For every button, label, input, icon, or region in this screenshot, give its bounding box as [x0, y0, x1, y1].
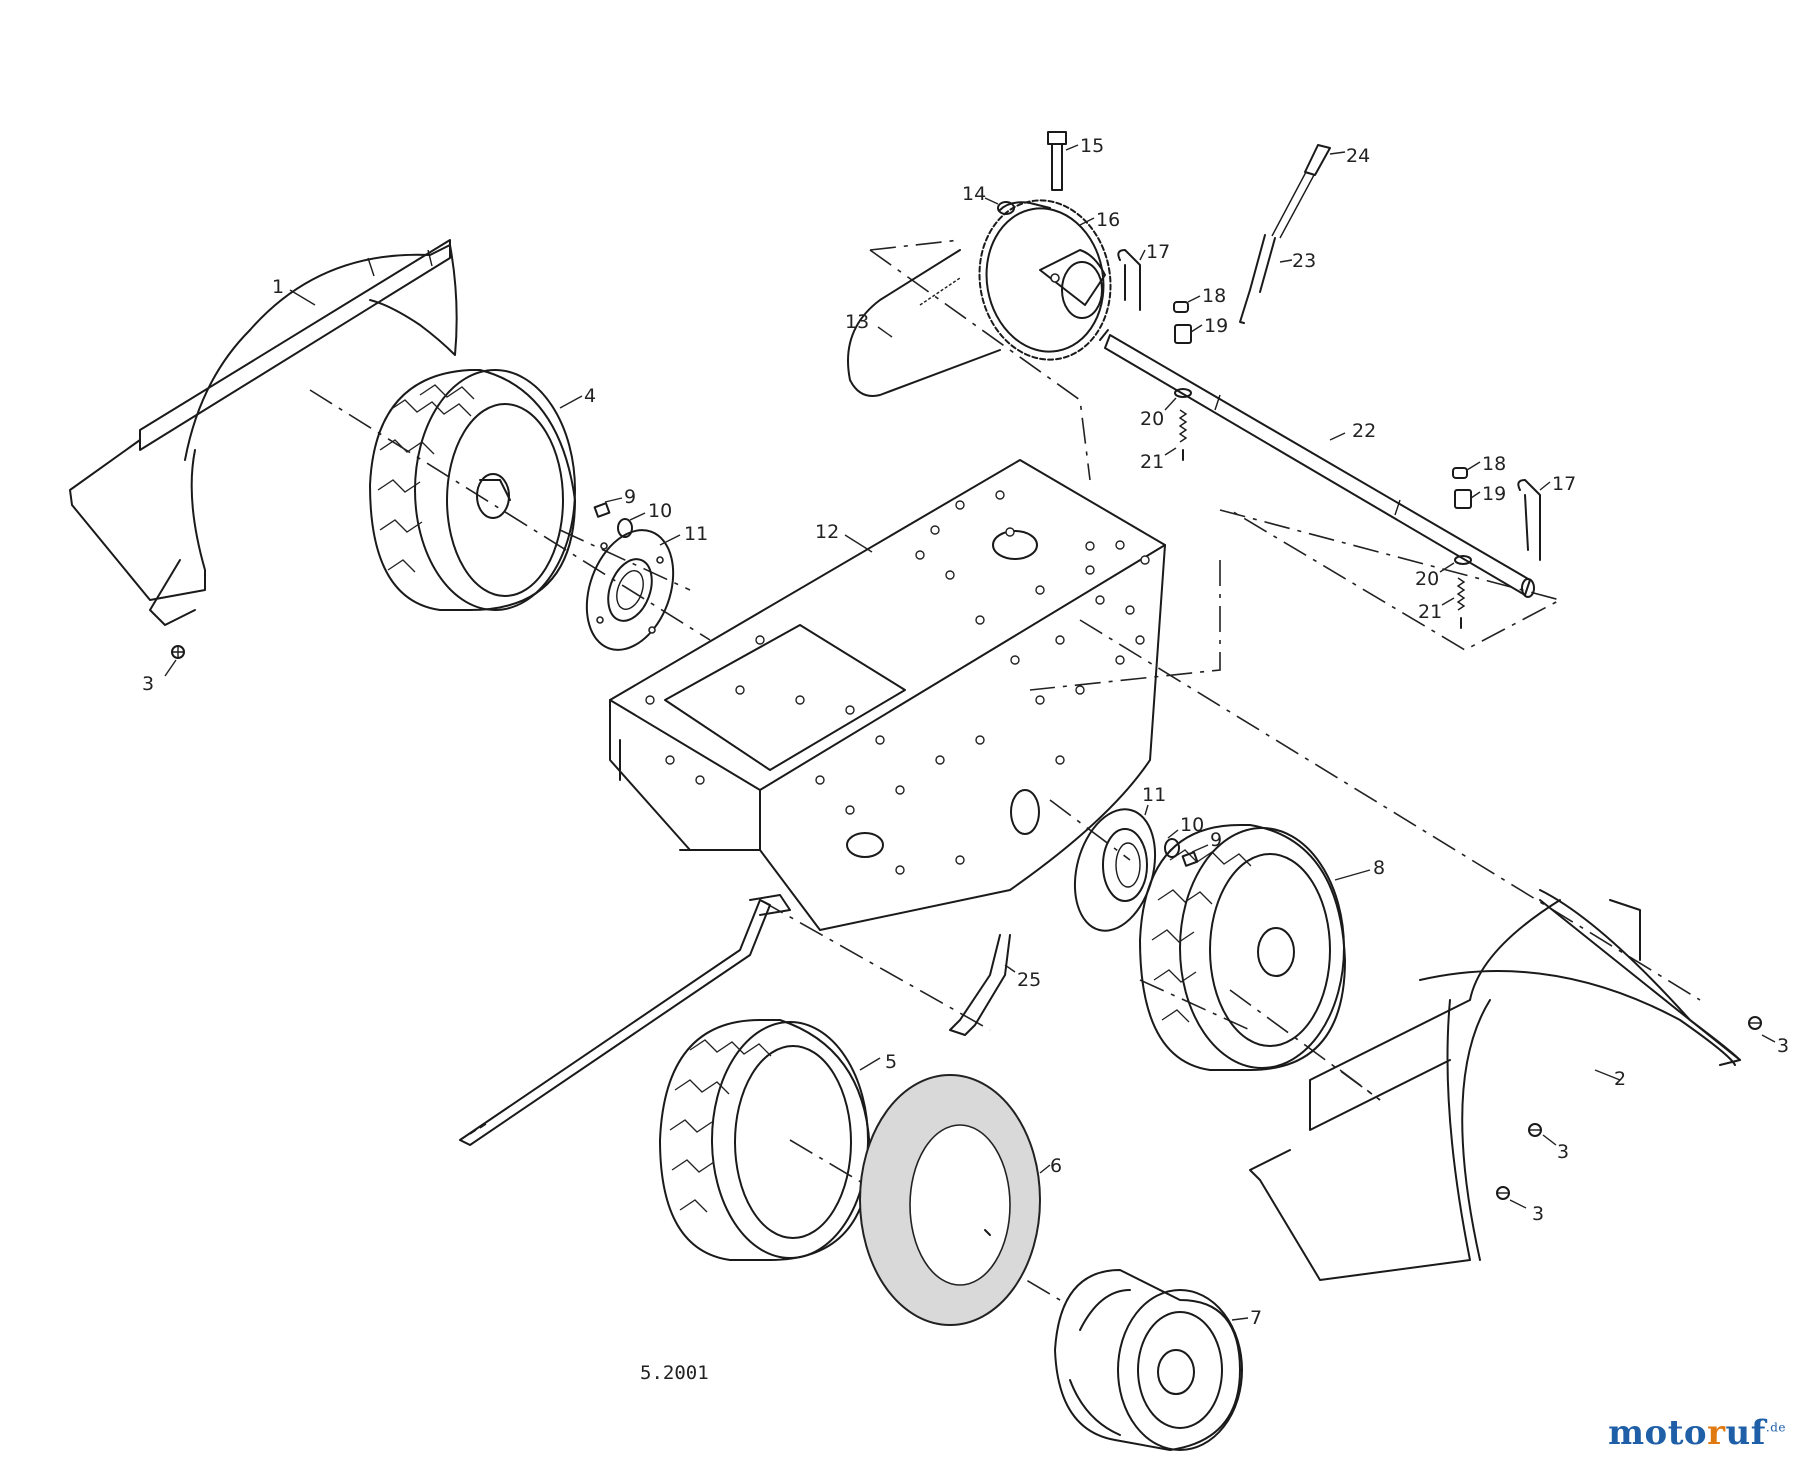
callout-17-upper: 17	[1146, 241, 1170, 263]
washer-20-lower	[1454, 555, 1472, 565]
callouts: 1 2 3 3 3 3 4 5 6 7 8 9 9 10 10 11 11 12	[142, 135, 1789, 1329]
callout-23: 23	[1292, 250, 1316, 272]
bearing-flange-11-right	[1073, 808, 1157, 932]
callout-20-lower: 20	[1415, 568, 1439, 590]
callout-3-d: 3	[1532, 1203, 1544, 1225]
sprocket-16	[978, 199, 1112, 361]
callout-6: 6	[1050, 1155, 1062, 1177]
callout-19-upper: 19	[1204, 315, 1228, 337]
logo-part1: moto	[1608, 1413, 1708, 1453]
bushing-19-lower	[1454, 489, 1472, 509]
callout-7: 7	[1250, 1307, 1262, 1329]
washer-20-upper	[1174, 388, 1192, 398]
callout-1: 1	[272, 276, 284, 298]
date-stamp: 5.2001	[640, 1362, 709, 1384]
callout-2: 2	[1614, 1068, 1626, 1090]
motoruf-logo[interactable]: motoruf.de	[1608, 1413, 1786, 1453]
lever-25	[459, 894, 1011, 1146]
callout-12: 12	[815, 521, 839, 543]
screw-3-c	[1528, 1123, 1542, 1137]
chain-13	[847, 249, 1001, 397]
callout-14: 14	[962, 183, 986, 205]
callout-3-c: 3	[1557, 1141, 1569, 1163]
axle-22	[1099, 329, 1535, 598]
screw-3-d	[1496, 1186, 1510, 1200]
callout-15: 15	[1080, 135, 1104, 157]
callout-11-right: 11	[1142, 784, 1166, 806]
screw-3-a	[171, 645, 185, 659]
screws-3	[171, 645, 1762, 1200]
callout-18-lower: 18	[1482, 453, 1506, 475]
bushing-19-upper	[1174, 324, 1192, 344]
rod-23	[1239, 234, 1276, 324]
callout-3-b: 3	[1777, 1035, 1789, 1057]
inner-tube-6	[859, 1074, 1041, 1326]
callout-17-lower: 17	[1552, 473, 1576, 495]
screw-3-b	[1748, 1016, 1762, 1030]
callout-10-left: 10	[648, 500, 672, 522]
callout-5: 5	[885, 1051, 897, 1073]
handle-24	[1271, 144, 1331, 239]
callout-24: 24	[1346, 145, 1370, 167]
spring-21-lower	[1456, 577, 1466, 629]
washer-10-left	[617, 518, 633, 538]
wheel-4	[369, 369, 576, 611]
callout-10-right: 10	[1180, 814, 1204, 836]
bolt-9-left	[593, 502, 611, 518]
linch-pin-17-lower	[1517, 479, 1541, 561]
callout-13: 13	[845, 311, 869, 333]
callout-18-upper: 18	[1202, 285, 1226, 307]
rim-7	[1054, 1269, 1243, 1451]
bearing-flange-11-left	[585, 529, 675, 651]
fender-left	[69, 239, 458, 626]
logo-tld: .de	[1765, 1420, 1786, 1435]
frame-12	[609, 459, 1166, 931]
logo-part3: uf	[1725, 1413, 1766, 1453]
fender-right	[1249, 889, 1741, 1281]
callout-20-upper: 20	[1140, 408, 1164, 430]
callout-16: 16	[1096, 209, 1120, 231]
spring-21-upper	[1178, 409, 1188, 461]
callout-3-a: 3	[142, 673, 154, 695]
callout-19-lower: 19	[1482, 483, 1506, 505]
nut-18-lower	[1452, 467, 1468, 479]
callout-21-lower: 21	[1418, 601, 1442, 623]
callout-21-upper: 21	[1140, 451, 1164, 473]
washer-10-right	[1164, 838, 1180, 858]
bolt-9-right	[1181, 851, 1199, 867]
tire-5	[659, 1019, 871, 1261]
callout-9-right: 9	[1210, 829, 1222, 851]
callout-4: 4	[584, 385, 596, 407]
wheel-8	[1139, 824, 1346, 1071]
callout-22: 22	[1352, 420, 1376, 442]
callout-8: 8	[1373, 857, 1385, 879]
callout-25: 25	[1017, 969, 1041, 991]
linch-pin-17-upper	[1117, 249, 1141, 311]
nut-18-upper	[1173, 301, 1189, 313]
logo-part2: r	[1707, 1413, 1726, 1453]
bolt-15	[1047, 131, 1067, 191]
callout-9-left: 9	[624, 486, 636, 508]
callout-11-left: 11	[684, 523, 708, 545]
assembly-lines	[309, 239, 1701, 1301]
